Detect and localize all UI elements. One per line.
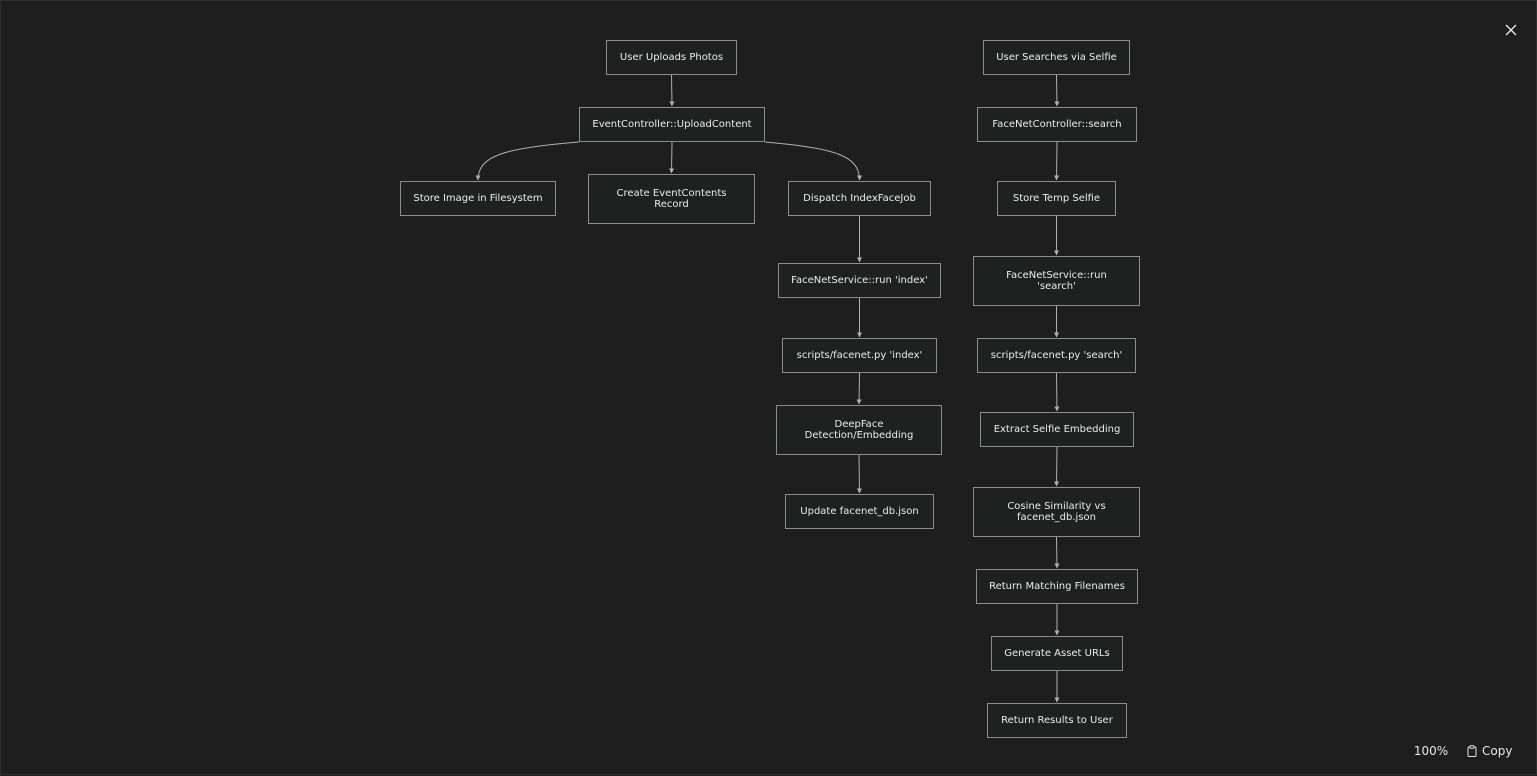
- flow-node-fn-search: FaceNetService::run 'search': [973, 256, 1140, 306]
- flow-node-temp-selfie: Store Temp Selfie: [997, 181, 1116, 216]
- flow-node-return-match: Return Matching Filenames: [976, 569, 1138, 604]
- edge-cosine-to-return-match: [1054, 536, 1060, 569]
- edge-fn-ctrl-to-temp-selfie: [1054, 141, 1060, 181]
- flow-node-return-res: Return Results to User: [987, 703, 1127, 738]
- edge-event-ctrl-to-store-img: [475, 141, 580, 181]
- flow-node-store-img: Store Image in Filesystem: [400, 181, 556, 216]
- clipboard-icon: [1467, 745, 1477, 757]
- edge-extract-to-cosine: [1054, 446, 1060, 487]
- flow-node-py-search: scripts/facenet.py 'search': [977, 338, 1136, 373]
- flow-node-fn-index: FaceNetService::run 'index': [778, 263, 941, 298]
- zoom-level[interactable]: 100%: [1413, 744, 1449, 758]
- flow-node-cosine: Cosine Similarity vs facenet_db.json: [973, 487, 1140, 537]
- flow-node-event-ctrl: EventController::UploadContent: [579, 107, 765, 142]
- edge-search-selfie-to-fn-ctrl: [1054, 74, 1060, 107]
- flow-node-deepface: DeepFace Detection/Embedding: [776, 405, 942, 455]
- flow-node-create-rec: Create EventContents Record: [588, 174, 755, 224]
- flow-node-extract: Extract Selfie Embedding: [980, 412, 1134, 447]
- flow-node-fn-ctrl: FaceNetController::search: [977, 107, 1137, 142]
- edge-upload-to-event-ctrl: [669, 74, 675, 107]
- edge-event-ctrl-to-create-rec: [669, 141, 675, 174]
- edge-py-search-to-extract: [1054, 372, 1060, 412]
- copy-label: Copy: [1482, 744, 1513, 758]
- flow-node-upload: User Uploads Photos: [606, 40, 737, 75]
- flow-node-search-selfie: User Searches via Selfie: [983, 40, 1130, 75]
- flow-node-dispatch: Dispatch IndexFaceJob: [788, 181, 931, 216]
- edge-deepface-to-update-db: [856, 454, 862, 494]
- edge-py-index-to-deepface: [856, 372, 862, 405]
- close-icon: [1505, 24, 1517, 36]
- flow-node-py-index: scripts/facenet.py 'index': [782, 338, 937, 373]
- edge-event-ctrl-to-dispatch: [764, 141, 862, 181]
- flow-node-update-db: Update facenet_db.json: [785, 494, 934, 529]
- close-button[interactable]: [1499, 18, 1523, 42]
- copy-button[interactable]: Copy: [1467, 741, 1512, 761]
- flow-node-gen-urls: Generate Asset URLs: [991, 636, 1123, 671]
